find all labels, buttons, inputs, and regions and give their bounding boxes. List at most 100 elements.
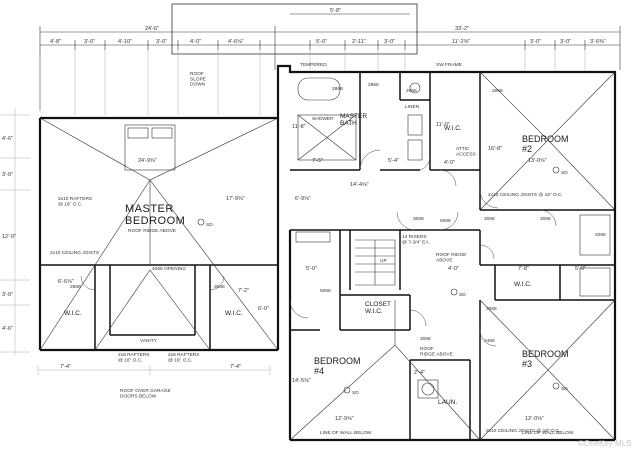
dim-bath-wic: 4'-0" bbox=[444, 160, 455, 166]
door-tag-6: 5068 bbox=[440, 218, 451, 224]
wic-bedroom3-label: W.I.C. bbox=[514, 281, 532, 288]
dim-top-seg-8: 3'-0" bbox=[384, 39, 395, 45]
dim-top-seg-3: 3'-0" bbox=[156, 39, 167, 45]
dim-master-bed-width: 24'-9⅝" bbox=[138, 158, 157, 164]
door-tag-1: 2868 bbox=[406, 88, 417, 94]
dim-top-seg-7: 2'-11" bbox=[352, 39, 366, 45]
dim-lower-left: 7'-4" bbox=[60, 364, 71, 370]
sd-label-3: SD bbox=[352, 390, 359, 396]
bedroom2-label: BEDROOM#2 bbox=[522, 134, 569, 154]
note-sw-frame: SW FRAME bbox=[436, 62, 462, 68]
dim-top-seg-6: 5'-0" bbox=[316, 39, 327, 45]
dim-left-seg-4: 4'-6" bbox=[2, 326, 13, 332]
dim-stair: 4'-0" bbox=[448, 266, 459, 272]
note-vanity: VANITY bbox=[140, 338, 158, 344]
bedroom4-label: BEDROOM#4 bbox=[314, 356, 361, 376]
linen-label: LINEN bbox=[405, 104, 420, 110]
dim-wic-right: 7'-2" bbox=[238, 288, 249, 294]
note-stairs: 14 RISERS@ 7-3/4" EA. bbox=[402, 234, 430, 245]
note-tempered: TEMPERED bbox=[300, 62, 327, 68]
smoke-detector-icon bbox=[343, 386, 351, 394]
dim-top-seg-0: 4'-8" bbox=[50, 39, 61, 45]
note-rafters-lower1: 2x8 RAFTERS@ 16" O.C. bbox=[118, 352, 149, 363]
dim-left-seg-2: 12'-0" bbox=[2, 234, 16, 240]
door-tag-5: 3068 bbox=[540, 216, 551, 222]
door-tag-4: 3068 bbox=[484, 216, 495, 222]
note-wall-below-left: LINE OF WALL BELOW bbox=[320, 430, 372, 436]
dim-top-seg-10: 3'-0" bbox=[530, 39, 541, 45]
door-tag-2: 2868 bbox=[492, 88, 503, 94]
dim-lower-right: 7'-4" bbox=[230, 364, 241, 370]
door-tag-13: 2868 bbox=[368, 82, 379, 88]
wic-master-left-label: W.I.C. bbox=[64, 310, 82, 317]
door-tag-7: 5068 bbox=[320, 288, 331, 294]
bedroom3-label: BEDROOM#3 bbox=[522, 349, 569, 369]
note-ridge-master: ROOF RIDGE ABOVE bbox=[128, 228, 176, 234]
note-rafters-bed3: 2x10 CEILING JOISTS @ 16" O.C. bbox=[486, 428, 561, 434]
dim-bath-width2: 5'-4" bbox=[388, 158, 399, 164]
dim-top-seg-5: 4'-6⅝" bbox=[228, 39, 244, 45]
dim-bath-width1: 7'-5" bbox=[312, 158, 323, 164]
dimension-labels: 24'-6" 33'-2" 5'-8" 4'-8" 3'-0" 4'-10" 3… bbox=[2, 8, 606, 422]
dim-bath-wic-h: 11'-0" bbox=[436, 122, 450, 128]
dim-hall2: 5'-0" bbox=[306, 266, 317, 272]
smoke-detector-icon bbox=[450, 288, 458, 296]
reference-lines bbox=[0, 50, 586, 375]
dim-bed3-wic: 7'-8" bbox=[518, 266, 529, 272]
sd-label-2: SD bbox=[561, 386, 568, 392]
note-rafters-left: 2x10 RAFTERS@ 16" O.C. bbox=[58, 196, 92, 207]
note-rafters-bed2: 2x10 CEILING JOISTS @ 16" O.C. bbox=[488, 192, 563, 198]
dim-left-seg-3: 3'-0" bbox=[2, 292, 13, 298]
note-opening: 4068 OPENING bbox=[152, 266, 186, 272]
dim-bed2-width: 13'-0⅝" bbox=[528, 158, 547, 164]
dim-left-seg-1: 3'-0" bbox=[2, 172, 13, 178]
dim-top-total-right: 33'-2" bbox=[455, 26, 469, 32]
watermark: ©OneKey MLS bbox=[578, 439, 631, 448]
interior-walls bbox=[40, 72, 615, 440]
dim-top-seg-9: 11'-2⅝" bbox=[452, 39, 470, 45]
note-stairs-up: UP bbox=[380, 258, 387, 264]
wic-master-right-label: W.I.C. bbox=[225, 310, 243, 317]
laundry-label: LAUN. bbox=[438, 399, 457, 406]
dim-bath-height: 11'-8" bbox=[292, 124, 306, 130]
door-tag-0: 2868 bbox=[332, 86, 343, 92]
dim-top-seg-2: 4'-10" bbox=[118, 39, 132, 45]
dim-top-seg-4: 4'-0" bbox=[190, 39, 201, 45]
dim-bed4-width: 12'-9⅝" bbox=[335, 416, 354, 422]
door-tag-11: 3068 bbox=[214, 284, 225, 290]
door-swings bbox=[80, 149, 557, 347]
smoke-detector-icon bbox=[552, 166, 560, 174]
smoke-detector-labels: SD SD SD SD SD bbox=[206, 170, 568, 396]
dim-bed4-height: 14'-5⅝" bbox=[292, 378, 311, 384]
smoke-detector-icon bbox=[552, 382, 560, 390]
door-tag-14: 2068 bbox=[595, 232, 606, 238]
dim-left-seg-0: 4'-6" bbox=[2, 136, 13, 142]
door-tag-3: 3068 bbox=[413, 216, 424, 222]
note-rafters-lower2: 2x8 RAFTERS@ 16" O.C. bbox=[168, 352, 199, 363]
dim-top-seg-11: 3'-0" bbox=[560, 39, 571, 45]
door-tag-8: 3068 bbox=[420, 336, 431, 342]
top-dimension-lines bbox=[39, 3, 621, 110]
dim-top-total-left: 24'-6" bbox=[145, 26, 159, 32]
note-wall-below-right: LINE OF WALL BELOW bbox=[522, 430, 574, 436]
shower-label: SHOWER bbox=[312, 116, 334, 122]
dim-top-center: 5'-8" bbox=[330, 8, 341, 14]
dim-wic-left: 6'-6⅝" bbox=[58, 279, 74, 285]
dim-wic-right2: 6'-0" bbox=[258, 306, 269, 312]
dim-top-seg-12: 3'-6⅜" bbox=[590, 39, 606, 45]
note-rafters-left2: 2x10 CEILING JOISTS bbox=[50, 250, 99, 256]
dim-bed3-wic2: 5'-0" bbox=[575, 266, 586, 272]
dim-laun: 2'-4" bbox=[414, 370, 425, 376]
dim-top-seg-1: 3'-0" bbox=[84, 39, 95, 45]
dim-master-bed-height: 17'-9⅝" bbox=[226, 196, 245, 202]
